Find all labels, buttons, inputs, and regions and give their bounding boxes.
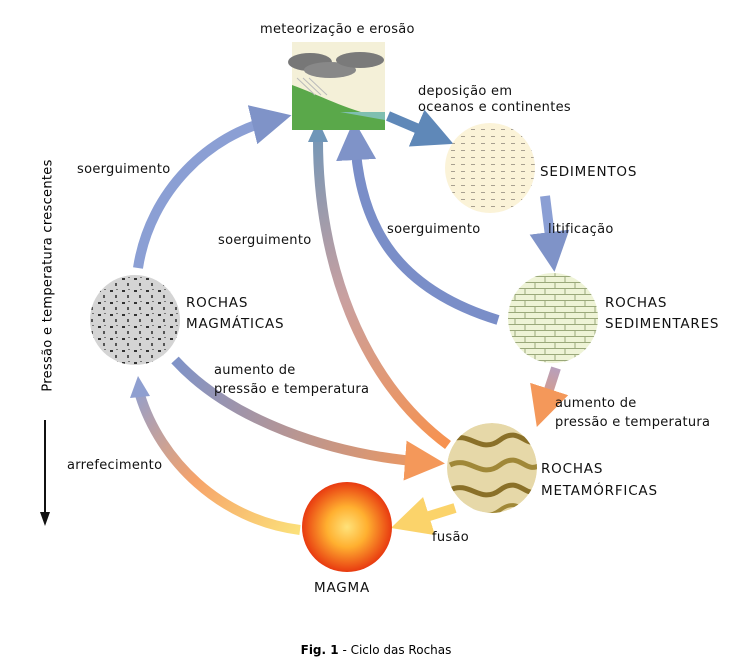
weathering-label: meteorização e erosão [260,22,415,37]
arrow-cooling [135,393,301,535]
arrow-uplift-mid [313,139,451,450]
caption-text: - Ciclo das Rochas [338,643,452,657]
arrow-sedimentary-to-metamorphic [530,366,569,428]
metamorphic-rocks-image [447,423,537,513]
pressure-right-label-1: aumento de [555,396,637,411]
figure-caption: Fig. 1 - Ciclo das Rochas [0,643,752,657]
melting-label: fusão [432,530,470,545]
arrowhead [130,376,150,398]
arrow-igneous-to-metamorphic [171,356,445,481]
sediments-image [445,123,535,213]
igneous-label-2: MAGMÁTICAS [186,316,285,332]
arrow-down-icon [40,512,50,526]
uplift-right-label: soerguimento [387,222,481,237]
weathering-erosion-image [288,42,385,130]
sedimentary-rocks-image [508,273,598,363]
arrow-uplift-left [133,105,292,269]
deposition-label-1: deposição em [418,84,513,99]
arrow-lithification [529,195,570,272]
arrow-uplift-right [336,120,500,325]
metamorphic-label-1: ROCHAS [541,461,604,477]
igneous-rocks-image [90,275,180,365]
sedimentary-label-1: ROCHAS [605,295,668,311]
cooling-label: arrefecimento [67,458,163,473]
pressure-mid-label-2: pressão e temperatura [214,382,370,397]
lithification-label: litificação [548,222,614,237]
pressure-right-label-2: pressão e temperatura [555,415,711,430]
pressure-temperature-axis-label: Pressão e temperatura crescentes [40,159,56,392]
arrow-deposition [386,109,454,147]
magma-image [302,482,392,572]
arrow-melting [390,496,457,536]
deposition-label-2: oceanos e continentes [418,100,571,115]
magma-label: MAGMA [314,580,370,596]
uplift-mid-label: soerguimento [218,233,312,248]
arrowhead [308,120,328,142]
uplift-left-label: soerguimento [77,162,171,177]
sediments-label: SEDIMENTOS [540,164,638,180]
sedimentary-label-2: SEDIMENTARES [605,316,720,332]
pressure-mid-label-1: aumento de [214,363,296,378]
caption-prefix: Fig. 1 [300,643,339,657]
metamorphic-label-2: METAMÓRFICAS [541,483,658,499]
igneous-label-1: ROCHAS [186,295,249,311]
